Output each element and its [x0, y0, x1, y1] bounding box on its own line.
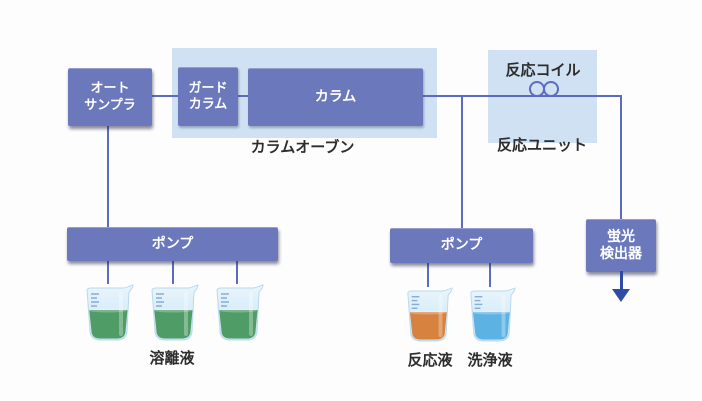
beaker-eluent-2: [147, 282, 199, 344]
beaker-liquid: [409, 312, 447, 340]
reaction-solution-label: 反応液: [407, 351, 453, 369]
pump-left-label: ポンプ: [151, 235, 194, 252]
column-label: カラム: [314, 88, 357, 105]
line-right-pump-beaker1: [427, 262, 429, 287]
line-column-detector-horizontal: [423, 95, 622, 97]
column-box: カラム: [248, 68, 423, 126]
reaction-coil-icon: [505, 80, 581, 102]
pump-right-label: ポンプ: [440, 237, 483, 254]
autosampler-box: オート サンプラ: [68, 68, 152, 126]
beaker-eluent-1: [82, 282, 134, 344]
beaker-eluent-3: [212, 282, 264, 344]
line-left-pump-beaker3: [236, 260, 238, 284]
guard-column-label-line1: ガード: [188, 80, 228, 96]
beaker-reaction: [403, 285, 453, 345]
guard-column-box: ガード カラム: [178, 67, 238, 126]
autosampler-label-line1: オート: [90, 81, 130, 97]
line-right-pump-beaker2: [489, 262, 491, 287]
beaker-liquid: [219, 310, 258, 339]
line-down-to-detector: [620, 96, 622, 219]
line-branch-to-right-pump: [461, 96, 463, 228]
line-autosampler-to-left-pump: [107, 125, 109, 227]
detector-output-stem: [619, 271, 623, 290]
beaker-liquid: [154, 310, 193, 339]
reaction-coil-label: 反応コイル: [505, 61, 581, 79]
detector-label-line1: 蛍光: [607, 228, 635, 245]
line-guard-column: [238, 95, 248, 97]
column-oven-label: カラムオーブン: [250, 138, 355, 156]
wash-solution-label: 洗浄液: [467, 351, 513, 369]
line-left-pump-beaker2: [172, 260, 174, 284]
line-left-pump-beaker1: [107, 260, 109, 284]
line-autosampler-guard: [152, 95, 178, 97]
beaker-liquid: [472, 312, 510, 340]
pump-right-box: ポンプ: [390, 228, 533, 263]
pump-left-box: ポンプ: [67, 227, 278, 261]
eluent-label: 溶離液: [149, 349, 195, 367]
detector-label-line2: 検出器: [600, 246, 642, 262]
reaction-unit-label: 反応ユニット: [496, 136, 587, 154]
fluorescence-detector-box: 蛍光 検出器: [586, 219, 656, 272]
beaker-wash: [466, 285, 516, 345]
guard-column-label-line2: カラム: [188, 97, 228, 112]
autosampler-label-line2: サンプラ: [84, 97, 136, 113]
beaker-liquid: [89, 310, 128, 339]
flow-arrow-icon: [612, 289, 630, 302]
